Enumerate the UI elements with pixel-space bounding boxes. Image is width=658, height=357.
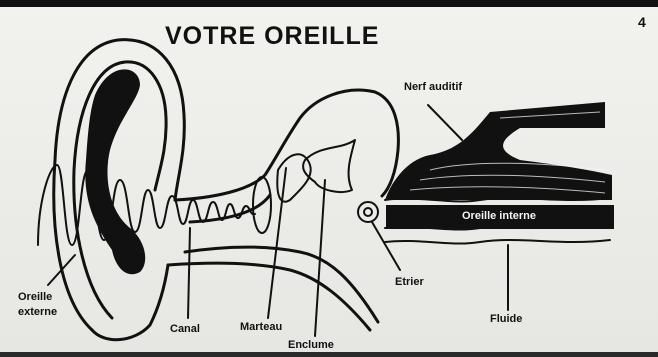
stirrup-bone (358, 202, 378, 222)
label-enclume: Enclume (288, 338, 334, 353)
pointer-canal (188, 228, 190, 318)
sound-waves (38, 165, 255, 245)
label-nerf-auditif: Nerf auditif (404, 80, 462, 95)
inner-ear-layer-3 (385, 240, 610, 244)
ear-canal-floor (185, 247, 378, 322)
ear-canal-upper-wall (175, 90, 398, 200)
auditory-nerve (385, 102, 612, 200)
label-canal: Canal (170, 322, 200, 337)
label-marteau: Marteau (240, 320, 282, 335)
outer-ear-helix (85, 69, 145, 274)
pointer-oreille-externe (48, 255, 75, 285)
label-oreille-externe-line2: externe (18, 305, 57, 320)
label-etrier: Etrier (395, 275, 424, 290)
pointer-etrier (372, 222, 400, 270)
label-oreille-externe-line1: Oreille (18, 290, 57, 305)
bottom-border (0, 352, 658, 357)
pointer-nerf (428, 105, 462, 140)
label-fluide: Fluide (490, 312, 522, 327)
outer-ear-lobe (92, 265, 168, 340)
label-oreille-externe: Oreille externe (18, 290, 57, 320)
label-oreille-interne: Oreille interne (462, 209, 536, 224)
